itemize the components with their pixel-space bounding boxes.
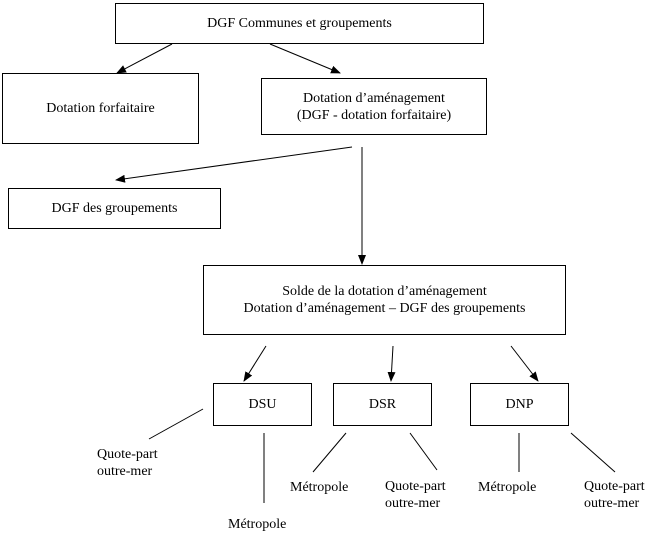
box-label-line-2: (DGF - dotation forfaitaire) [296,107,452,123]
line-dsr-to-outremer [409,432,438,471]
box-label: Dotation forfaitaire [46,101,155,116]
leaf-dnp-quote-part-outre-mer: Quote-part outre-mer [584,478,645,512]
box-dnp: DNP [470,383,569,426]
leaf-dsu-metropole: Métropole [228,516,286,533]
box-label-line-1: Solde de la dotation d’aménagement [282,284,487,299]
line-dnp-to-outremer [570,432,616,473]
leaf-dsr-quote-part-outre-mer: Quote-part outre-mer [385,478,446,512]
arrow-solde-to-dnp [510,345,539,382]
leaf-label-line-2: outre-mer [97,464,153,479]
line-dsu-to-outremer [148,408,204,440]
leaf-label-line-2: outre-mer [385,496,441,511]
box-label: DGF des groupements [51,201,178,216]
box-dgf-communes-groupements: DGF Communes et groupements [115,3,484,44]
leaf-label: Métropole [478,480,537,495]
arrow-solde-to-dsu [243,345,267,382]
box-dgf-groupements: DGF des groupements [8,188,221,229]
box-dotation-amenagement: Dotation d’aménagement (DGF - dotation f… [261,78,487,135]
leaf-label: Métropole [228,517,287,532]
leaf-dsr-metropole: Métropole [290,479,348,496]
box-dsu: DSU [213,383,312,426]
box-label: DNP [505,397,534,412]
box-label: DSR [368,397,397,412]
leaf-label: Métropole [290,480,349,495]
line-dsr-to-metropole [312,432,347,473]
box-label-line-1: Dotation d’aménagement [303,90,445,106]
arrow-root-to-forfaitaire [116,43,173,74]
box-dsr: DSR [333,383,432,426]
arrow-amenagement-to-groupements [115,146,353,183]
leaf-label-line-2: outre-mer [584,496,640,511]
leaf-label-line-1: Quote-part [584,479,645,494]
box-solde-dotation-amenagement: Solde de la dotation d’aménagement Dotat… [203,265,566,335]
arrow-root-to-amenagement [269,43,341,74]
leaf-label-line-1: Quote-part [385,479,446,494]
arrow-solde-to-dsr [387,345,396,382]
box-label: DGF Communes et groupements [207,16,392,31]
box-label-line-2: Dotation d’aménagement – DGF des groupem… [243,301,526,316]
box-label: DSU [248,397,277,412]
leaf-dnp-metropole: Métropole [478,479,536,496]
leaf-dsu-quote-part-outre-mer: Quote-part outre-mer [97,446,158,480]
box-dotation-forfaitaire: Dotation forfaitaire [2,73,199,144]
leaf-label-line-1: Quote-part [97,447,158,462]
